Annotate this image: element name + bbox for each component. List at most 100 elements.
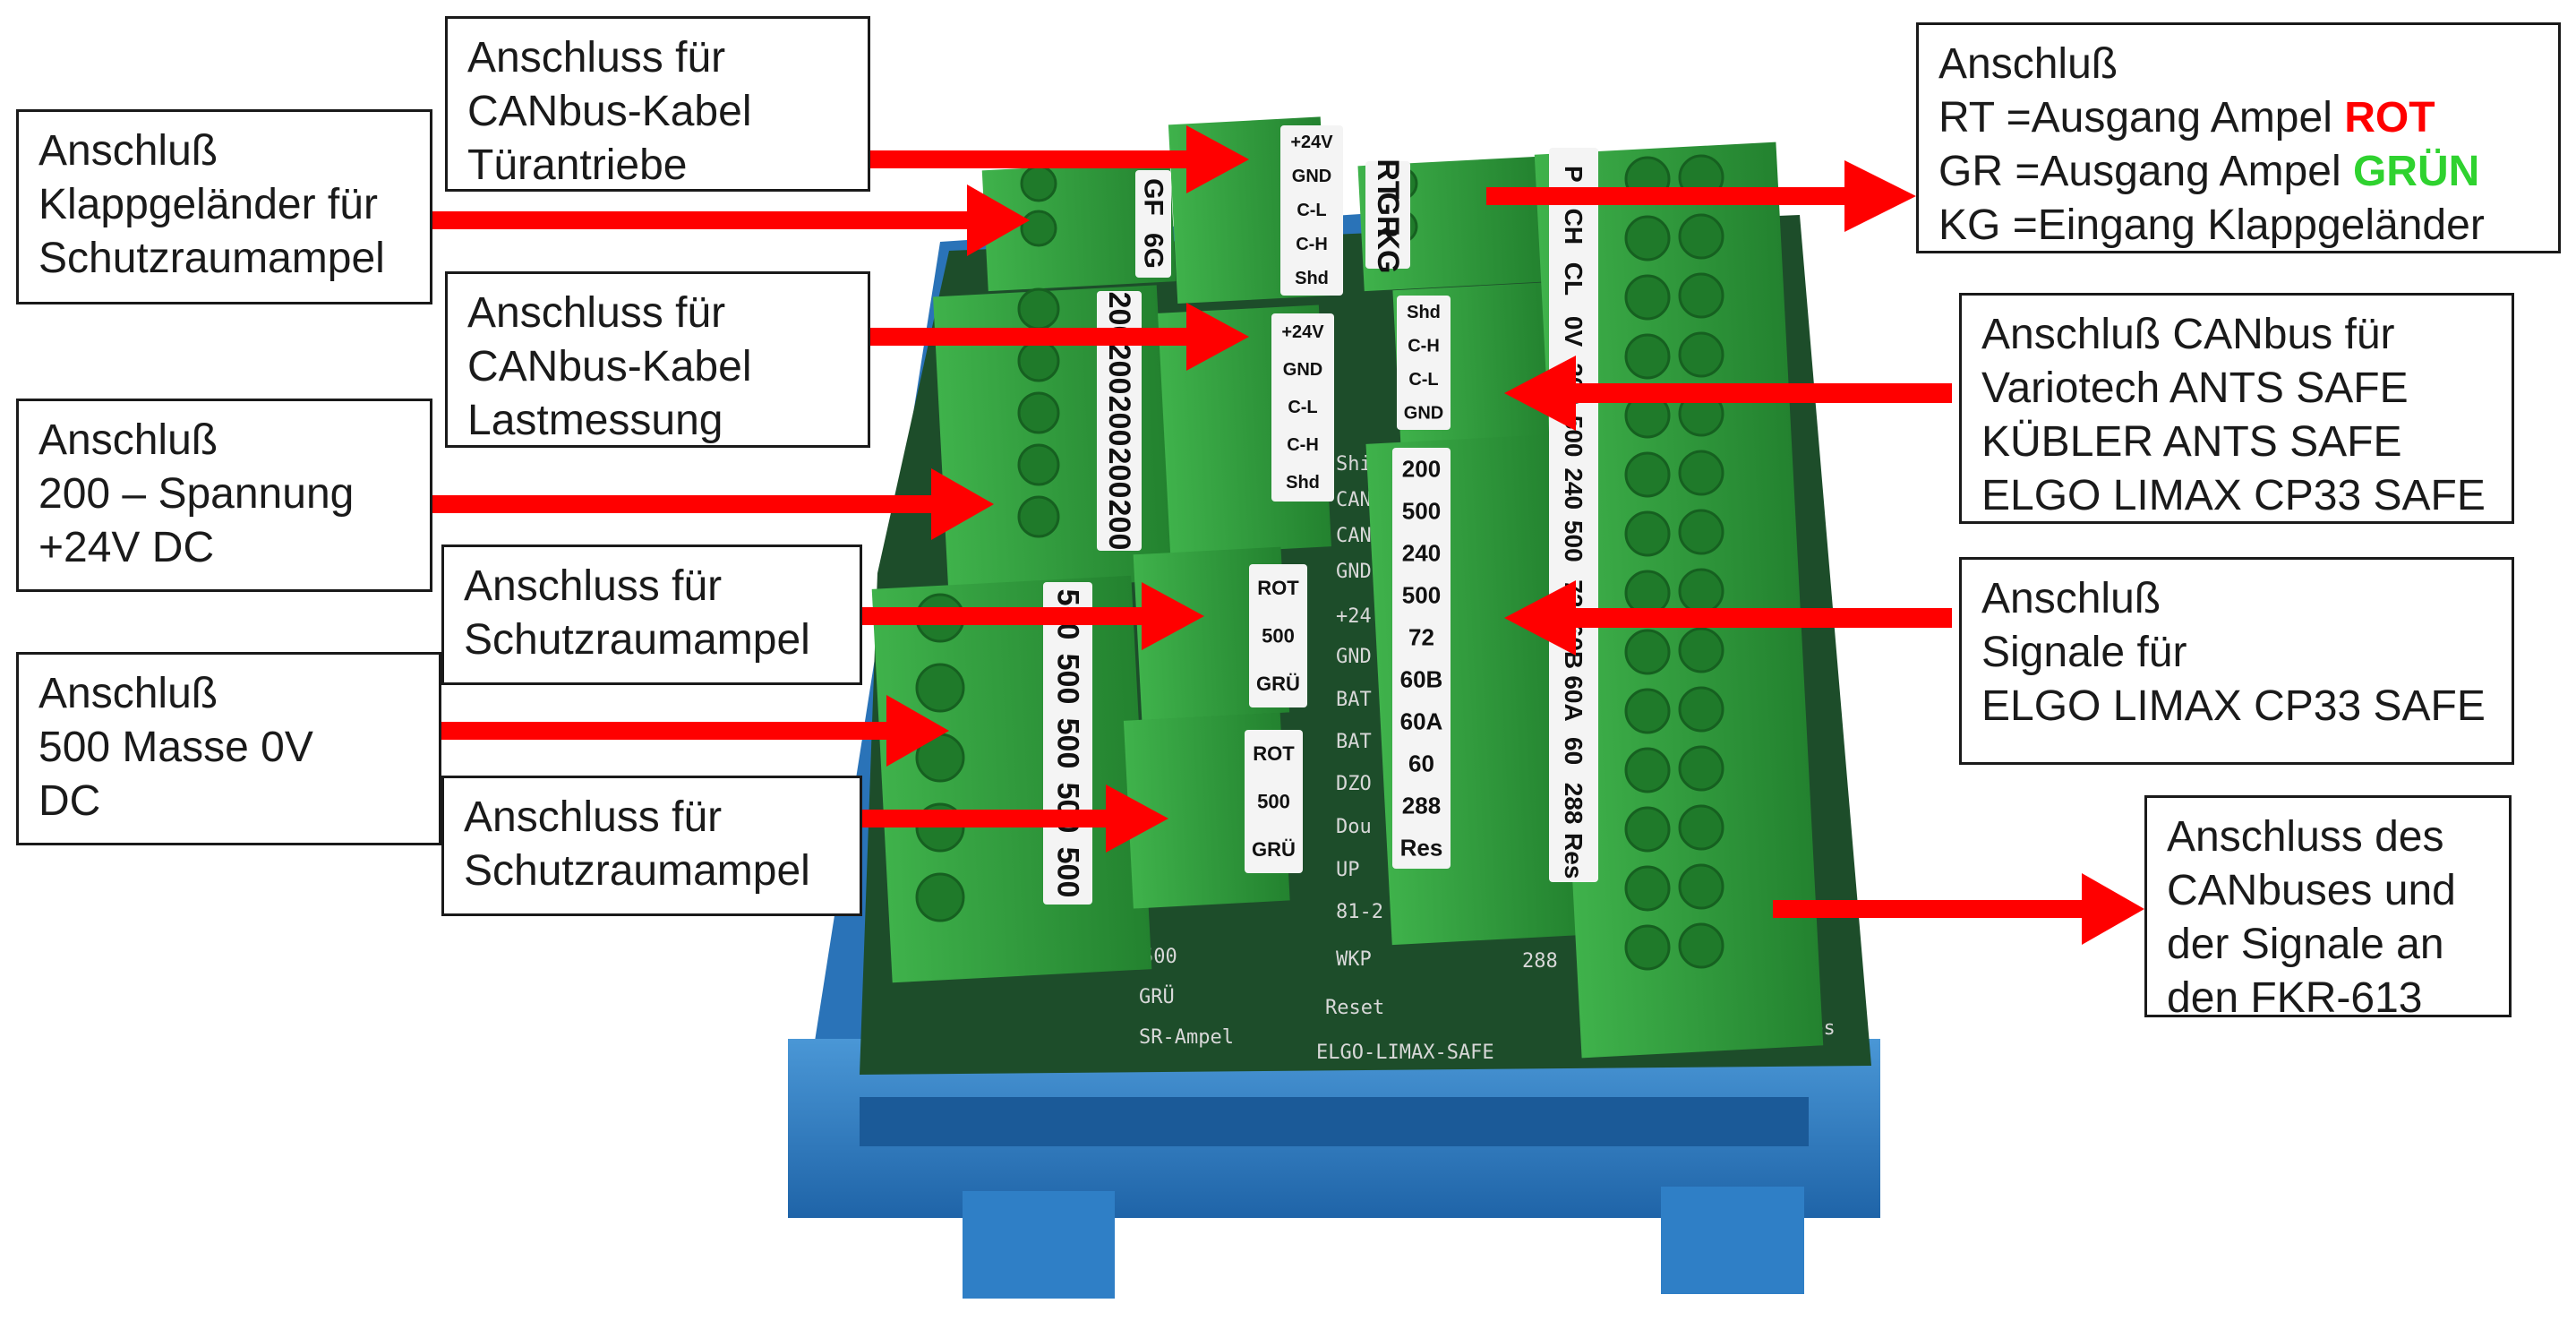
callout-line: Anschluß xyxy=(39,416,218,464)
arrow-masse xyxy=(439,695,949,767)
terminal-label: 200 xyxy=(1102,396,1136,447)
terminal-label: 60A xyxy=(1560,675,1588,721)
pcb-silkscreen-text: SR-Ampel xyxy=(1139,1026,1234,1049)
arrow-ampel-1 xyxy=(860,582,1204,650)
terminal-label: C-L xyxy=(1288,398,1317,417)
terminal-screw xyxy=(1020,165,1057,202)
terminal-label: 500 xyxy=(1262,625,1295,647)
terminal-label: GRÜ xyxy=(1256,673,1300,695)
terminal-label: 500 xyxy=(1051,654,1085,705)
terminal-screw xyxy=(1624,215,1671,262)
callout-spannung: Anschluß 200 – Spannung +24V DC xyxy=(16,399,432,592)
terminal-screw xyxy=(1624,806,1671,853)
terminal-label: 500 xyxy=(1560,520,1588,562)
callout-canbus: Anschluß CANbus für Variotech ANTS SAFE … xyxy=(1959,293,2514,524)
terminal-screw xyxy=(1678,568,1724,614)
callout-ampel-2: Anschluss für Schutzraumampel xyxy=(441,776,862,916)
terminal-label: CL xyxy=(1560,262,1588,296)
pcb-silkscreen-text: UP xyxy=(1336,859,1360,881)
terminal-label: 288 xyxy=(1402,793,1441,819)
terminal-label: 200 xyxy=(1102,344,1136,395)
callout-line: Anschluss für xyxy=(464,562,723,610)
callout-line: Anschluß xyxy=(39,670,218,717)
label-strip-bg xyxy=(1249,564,1307,707)
pcb-silkscreen-text: BAT xyxy=(1336,731,1372,753)
terminal-label: GND xyxy=(1292,167,1331,186)
label-strip-bg xyxy=(1280,125,1343,296)
terminal-label: GND xyxy=(1404,403,1443,423)
label-strip-bg xyxy=(1392,448,1451,869)
pcb-silkscreen-text: ELGO-LIMAX-SAFE xyxy=(1316,1042,1494,1064)
callout-masse: Anschluß 500 Masse 0V DC xyxy=(16,652,441,845)
terminal-screw xyxy=(1017,339,1060,382)
terminal-label: +24V xyxy=(1290,133,1333,152)
callout-line: +24V DC xyxy=(39,524,215,571)
terminal-screw xyxy=(1678,509,1724,555)
callout-klappgelaender: Anschluß Klappgeländer für Schutzraumamp… xyxy=(16,109,432,304)
terminal-label: C-H xyxy=(1287,435,1319,455)
terminal-label: 500 xyxy=(1402,582,1441,609)
terminal-label: 6G xyxy=(1139,233,1168,269)
terminal-label: 200 xyxy=(1102,448,1136,499)
rt-text: RT =Ausgang Ampel xyxy=(1938,94,2345,141)
terminal-screw xyxy=(1017,287,1060,330)
callout-line: ELGO LIMAX CP33 SAFE xyxy=(1981,472,2486,519)
pcb-silkscreen-text: +24 xyxy=(1336,605,1372,628)
pcb-silkscreen-text: GND xyxy=(1336,561,1372,583)
arrow-fkr xyxy=(1773,873,2144,945)
terminal-screw xyxy=(1624,865,1671,912)
terminal-label: GF xyxy=(1139,178,1168,216)
terminal-screw xyxy=(1020,210,1057,247)
terminal-screw xyxy=(1624,747,1671,793)
terminal-label: C-H xyxy=(1408,336,1440,356)
terminal-screw xyxy=(1678,627,1724,673)
terminal-label: 60 xyxy=(1408,750,1434,777)
terminal-label: CH xyxy=(1560,209,1588,244)
arrow-klappgelaender xyxy=(430,184,1030,256)
terminal-screw xyxy=(1678,213,1724,260)
callout-line: Schutzraumampel xyxy=(39,235,385,282)
terminal-label: Shd xyxy=(1407,303,1441,322)
label-strip-bg xyxy=(1549,148,1598,882)
terminal-label: 500 xyxy=(1051,847,1085,898)
callout-line: der Signale an xyxy=(2167,921,2444,968)
callout-line: CANbuses und xyxy=(2167,867,2456,914)
terminal-screw xyxy=(1624,451,1671,498)
pcb-silkscreen-text: 288 xyxy=(1522,950,1558,973)
pcb-silkscreen-text: 81-2 xyxy=(1336,901,1383,923)
terminal-screw xyxy=(1678,804,1724,851)
label-strip-bg xyxy=(1365,161,1410,269)
terminal-screw xyxy=(1017,495,1060,538)
label-strip-bg xyxy=(1245,730,1303,873)
gr-text: GR =Ausgang Ampel xyxy=(1938,148,2353,195)
callout-line: Variotech ANTS SAFE xyxy=(1981,364,2409,412)
terminal-label: 60 xyxy=(1560,737,1588,765)
arrow-ampel-signale xyxy=(1486,160,1916,232)
terminal-label: C-L xyxy=(1408,370,1438,390)
terminal-label: 60B xyxy=(1400,666,1443,693)
callout-ampel-1: Anschluss für Schutzraumampel xyxy=(441,544,862,685)
terminal-screw xyxy=(1678,272,1724,319)
callout-line-rt: RT =Ausgang Ampel ROT xyxy=(1938,91,2538,145)
terminal-screw xyxy=(1678,922,1724,969)
callout-line: Anschluss für xyxy=(467,289,726,337)
terminal-screw xyxy=(1017,443,1060,486)
callout-line: Anschluß xyxy=(1938,40,2118,88)
callout-line: DC xyxy=(39,777,101,825)
callout-line: Klappgeländer für xyxy=(39,181,378,228)
label-strip-bg xyxy=(1135,170,1171,278)
terminal-block-right xyxy=(1534,141,1824,1059)
pcb-silkscreen-text: DZO xyxy=(1336,773,1372,795)
terminal-screw xyxy=(1624,688,1671,734)
terminal-screw xyxy=(915,872,965,922)
terminal-label: ROT xyxy=(1257,577,1299,599)
terminal-screw xyxy=(1678,863,1724,910)
callout-line: CANbus-Kabel xyxy=(467,88,752,135)
terminal-screw xyxy=(1624,510,1671,557)
